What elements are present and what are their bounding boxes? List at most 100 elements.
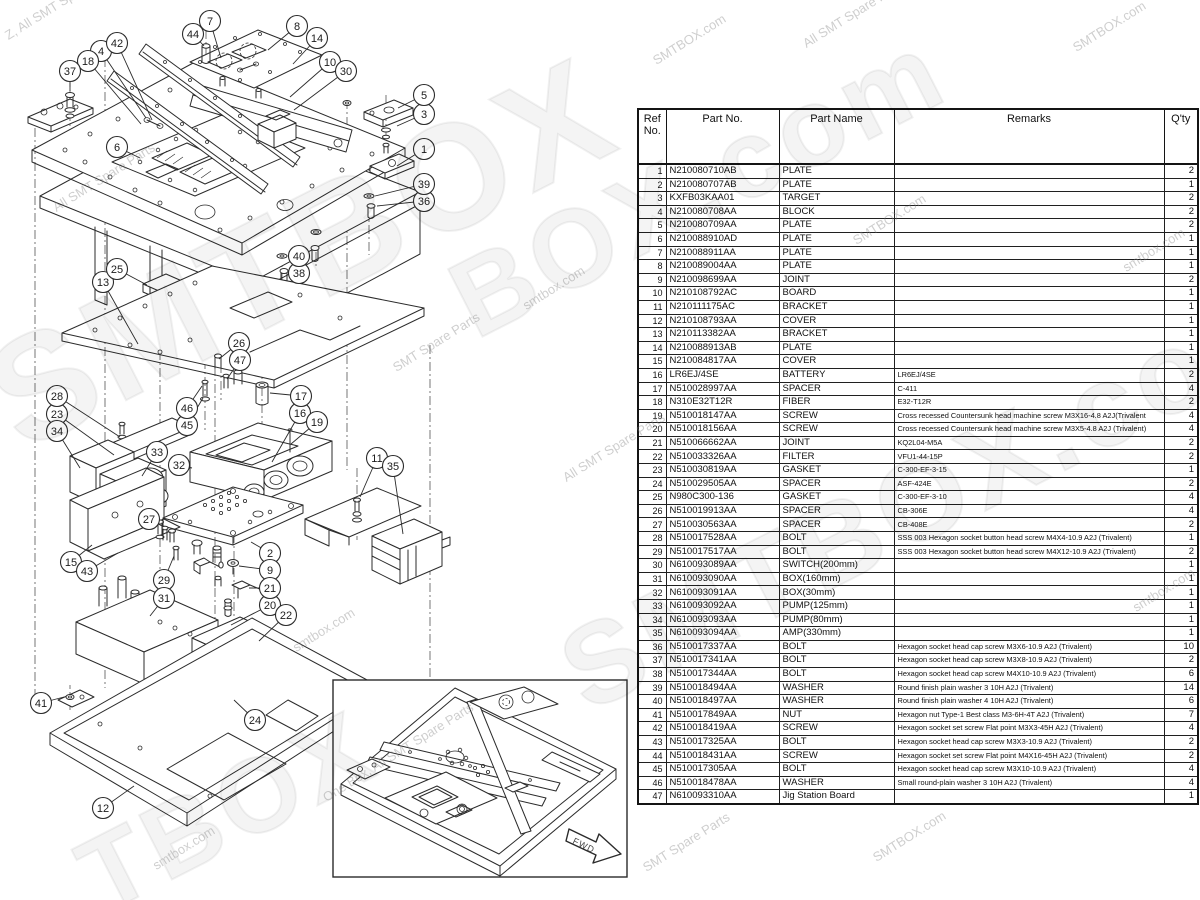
cell-rem: Hexagon socket head cap screw M3X8-10.9 … — [893, 653, 1165, 668]
cell-ref: 47 — [637, 789, 667, 805]
watermark-small: SMTBOX.com — [650, 10, 729, 68]
cell-rem: Small round-plain washer 3 10H A2J (Triv… — [893, 775, 1165, 791]
callout-13 — [91, 270, 115, 294]
top-assembly — [27, 29, 421, 348]
callout-number-15: 15 — [65, 557, 77, 569]
cell-pn: N610093093AA — [665, 612, 780, 628]
cell-ref: 17 — [637, 381, 667, 397]
cell-qty: 1 — [1163, 599, 1199, 614]
cell-name: SWITCH(200mm) — [778, 558, 895, 573]
callout-30 — [334, 59, 358, 83]
cell-rem: Cross recessed Countersunk head machine … — [893, 422, 1165, 437]
cell-ref: 40 — [637, 694, 667, 709]
callout-number-10: 10 — [324, 57, 336, 69]
callout-number-2: 2 — [267, 548, 273, 560]
bolt — [366, 203, 376, 219]
cell-pn: N510028997AA — [665, 381, 780, 397]
callout-number-12: 12 — [97, 803, 109, 815]
cell-qty: 2 — [1163, 218, 1199, 233]
cell-name: GASKET — [778, 490, 895, 505]
cell-ref: 46 — [637, 775, 667, 791]
callout-32 — [167, 453, 191, 477]
cell-rem: Round finish plain washer 4 10H A2J (Tri… — [893, 694, 1165, 709]
cell-pn: N510017325AA — [665, 734, 780, 750]
callout-leader-35 — [392, 465, 404, 535]
cell-pn: N210084817AA — [665, 354, 780, 369]
cell-ref: 24 — [637, 476, 667, 492]
cell-qty: 2 — [1163, 367, 1199, 383]
cell-ref: 13 — [637, 327, 667, 342]
callout-7 — [198, 9, 222, 33]
cell-pn: N510018478AA — [665, 775, 780, 791]
cell-pn: N210113382AA — [665, 327, 780, 342]
cell-rem — [893, 231, 1165, 247]
callout-1 — [412, 137, 436, 161]
cell-rem — [893, 599, 1165, 614]
cell-name: WASHER — [778, 775, 895, 791]
cell-qty: 2 — [1163, 191, 1199, 206]
cell-name: BOLT — [778, 531, 895, 546]
parts-table-container: Ref No. Part No. Part Name Remarks Q'ty … — [637, 108, 1199, 805]
cell-pn: N510017344AA — [665, 666, 780, 682]
cell-pn: N510030819AA — [665, 463, 780, 478]
cell-pn: N510017337AA — [665, 639, 780, 655]
callout-number-45: 45 — [181, 420, 193, 432]
manifold-slab — [189, 422, 333, 501]
cell-name: TARGET — [778, 191, 895, 206]
bracket — [304, 487, 422, 547]
cell-pn: N510066662AA — [665, 435, 780, 451]
callout-number-46: 46 — [181, 403, 193, 415]
cell-qty: 4 — [1163, 762, 1199, 777]
callout-number-44: 44 — [187, 29, 199, 41]
cell-ref: 2 — [637, 177, 667, 193]
cell-ref: 5 — [637, 218, 667, 233]
callout-number-16: 16 — [294, 408, 306, 420]
cell-qty: 4 — [1163, 381, 1199, 397]
callout-number-40: 40 — [293, 251, 305, 263]
cell-ref: 44 — [637, 748, 667, 764]
cell-ref: 45 — [637, 762, 667, 777]
cell-pn: N610093091AA — [665, 585, 780, 600]
cell-qty: 6 — [1163, 694, 1199, 709]
cell-pn: N510017528AA — [665, 531, 780, 546]
cell-name: JOINT — [778, 272, 895, 288]
cell-name: COVER — [778, 313, 895, 329]
callout-number-5: 5 — [421, 90, 427, 102]
cell-name: BRACKET — [778, 299, 895, 315]
callout-number-28: 28 — [51, 391, 63, 403]
switch-block — [257, 109, 297, 149]
cell-pn: N510018156AA — [665, 422, 780, 437]
cell-pn: N610093090AA — [665, 571, 780, 587]
cell-qty: 1 — [1163, 571, 1199, 587]
cell-pn: N510030563AA — [665, 517, 780, 533]
cell-qty: 1 — [1163, 231, 1199, 247]
cell-qty: 2 — [1163, 748, 1199, 764]
cell-ref: 27 — [637, 517, 667, 533]
cell-qty: 1 — [1163, 259, 1199, 274]
cell-qty: 1 — [1163, 177, 1199, 193]
cell-qty: 1 — [1163, 612, 1199, 628]
callout-42 — [105, 31, 129, 55]
cell-name: BOLT — [778, 639, 895, 655]
cell-pn: N510018494AA — [665, 680, 780, 696]
cell-name: BOLT — [778, 734, 895, 750]
callout-31 — [152, 586, 176, 610]
cell-qty: 1 — [1163, 558, 1199, 573]
cell-rem: LR6EJ/4SE — [893, 367, 1165, 383]
cell-rem — [893, 789, 1165, 805]
cell-name: BOLT — [778, 666, 895, 682]
callout-44 — [181, 22, 205, 46]
cell-ref: 35 — [637, 626, 667, 641]
